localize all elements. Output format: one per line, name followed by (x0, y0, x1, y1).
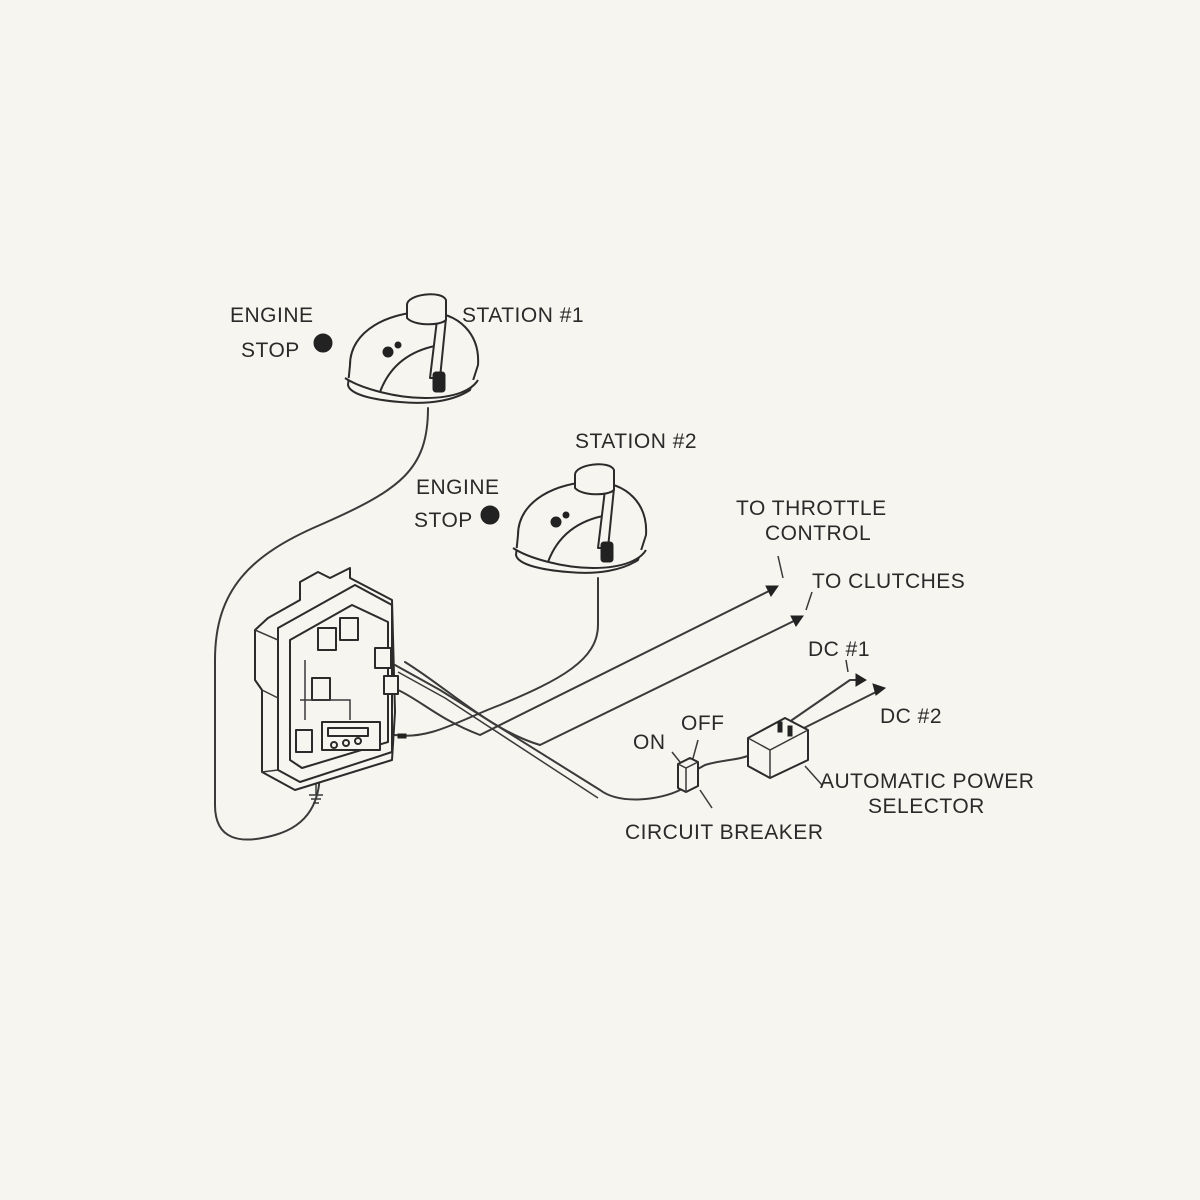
circuit-breaker[interactable] (677, 757, 699, 793)
breaker-to-selector-wire (695, 754, 751, 771)
power-cable (394, 664, 681, 801)
switch-off-label: OFF (681, 712, 725, 735)
leader-clutches (805, 591, 813, 611)
dc2-wire (799, 689, 881, 731)
ground-symbol (309, 794, 323, 804)
dc1-wire (791, 679, 863, 721)
leader-on (671, 751, 681, 763)
engine-stop-button-2[interactable] (480, 505, 500, 525)
automatic-power-selector-label-line2: SELECTOR (868, 795, 985, 818)
clutches-arrow (790, 615, 804, 627)
leader-selector (804, 765, 823, 786)
dc1-arrow (855, 673, 867, 687)
clutches-cable (404, 617, 801, 746)
automatic-power-selector (747, 717, 809, 779)
throttle-control-cable (397, 587, 776, 736)
engine-stop-2-label-line2: STOP (414, 509, 473, 532)
control-processor (254, 567, 407, 791)
to-throttle-label-line1: TO THROTTLE (736, 497, 887, 520)
to-clutches-label: TO CLUTCHES (812, 570, 966, 593)
engine-stop-2-label-line1: ENGINE (416, 476, 500, 499)
station-2-control-head (480, 463, 648, 574)
switch-on-label: ON (633, 731, 666, 754)
station-1-control-head (313, 293, 480, 404)
station-1-cable (214, 407, 429, 841)
engine-stop-button-1[interactable] (313, 333, 333, 353)
leader-off (691, 739, 699, 763)
leader-dc1 (845, 659, 849, 673)
station-2-label: STATION #2 (575, 430, 698, 453)
station-2-cable (394, 577, 599, 737)
leader-throttle (777, 555, 784, 579)
wires (214, 407, 887, 841)
dc2-label: DC #2 (880, 705, 943, 728)
power-cable-2 (397, 671, 599, 799)
dc1-label: DC #1 (808, 638, 871, 661)
automatic-power-selector-label-line1: AUTOMATIC POWER (820, 770, 1035, 793)
engine-stop-1-label-line2: STOP (241, 339, 300, 362)
dc2-arrow (872, 683, 887, 696)
to-throttle-label-line2: CONTROL (765, 522, 872, 545)
leader-breaker (699, 789, 713, 809)
station-1-label: STATION #1 (462, 304, 585, 327)
throttle-arrow (765, 585, 779, 597)
engine-stop-1-label-line1: ENGINE (230, 304, 314, 327)
circuit-breaker-label: CIRCUIT BREAKER (625, 821, 824, 844)
